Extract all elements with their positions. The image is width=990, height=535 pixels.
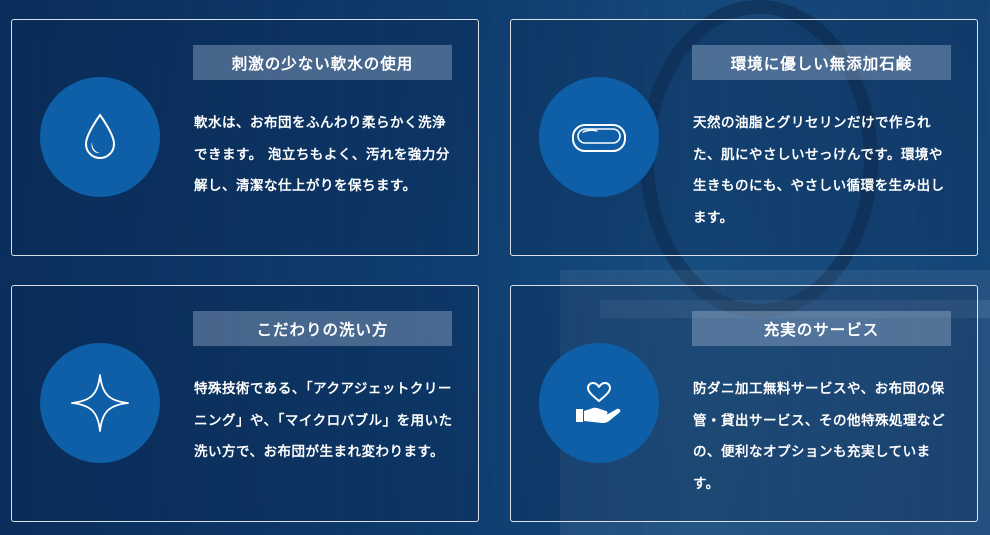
feature-icon-circle	[40, 343, 160, 463]
feature-card-soft-water: 刺激の少ない軟水の使用 軟水は、お布団をふんわり柔らかく洗浄できます。 泡立ちも…	[11, 19, 479, 256]
feature-description: 軟水は、お布団をふんわり柔らかく洗浄できます。 泡立ちもよく、汚れを強力分解し、…	[194, 115, 450, 194]
sparkle-icon	[71, 374, 129, 432]
feature-title: 環境に優しい無添加石鹸	[692, 45, 951, 80]
feature-icon-circle	[539, 77, 659, 197]
feature-title: こだわりの洗い方	[193, 311, 452, 346]
feature-icon-circle	[40, 77, 160, 197]
feature-title: 刺激の少ない軟水の使用	[193, 45, 452, 80]
water-drop-icon	[84, 113, 116, 160]
feature-card-services: 充実のサービス 防ダニ加工無料サービスや、お布団の保管・貸出サービス、その他特殊…	[510, 285, 978, 522]
feature-description: 防ダニ加工無料サービスや、お布団の保管・貸出サービス、その他特殊処理などの、便利…	[693, 381, 945, 492]
soap-icon	[572, 124, 626, 152]
hand-heart-icon	[576, 382, 621, 423]
feature-card-soap: 環境に優しい無添加石鹸 天然の油脂とグリセリンだけで作られた、肌にやさしいせっけ…	[510, 19, 978, 256]
feature-icon-circle	[539, 343, 659, 463]
feature-title: 充実のサービス	[692, 311, 951, 346]
feature-description: 特殊技術である、「アクアジェットクリーニング」や、「マイクロバブル」を用いた洗い…	[194, 381, 453, 460]
background-bar	[600, 300, 990, 318]
feature-description: 天然の油脂とグリセリンだけで作られた、肌にやさしいせっけんです。環境や生きものに…	[693, 115, 945, 226]
feature-card-washing-method: こだわりの洗い方 特殊技術である、「アクアジェットクリーニング」や、「マイクロバ…	[11, 285, 479, 522]
